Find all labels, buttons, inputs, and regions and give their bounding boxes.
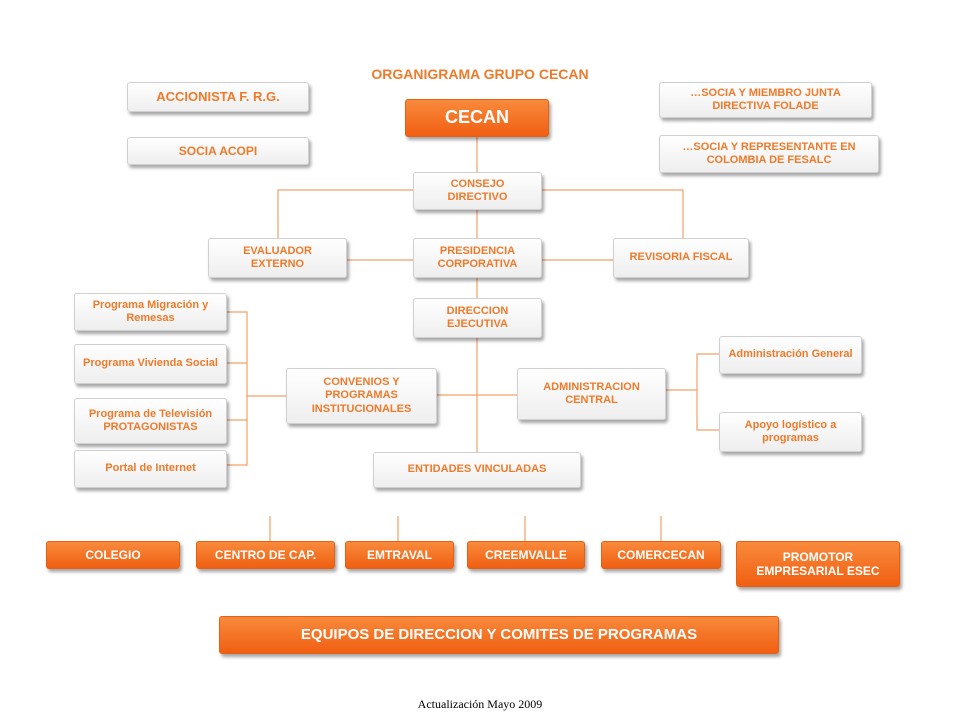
consejo-directivo-box: CONSEJO DIRECTIVO bbox=[413, 172, 542, 210]
entity-emtraval-box: EMTRAVAL bbox=[345, 541, 454, 569]
program-television-box: Programa de Televisión PROTAGONISTAS bbox=[74, 398, 227, 444]
administracion-central-box: ADMINISTRACION CENTRAL bbox=[517, 368, 666, 420]
apoyo-logistico-box: Apoyo logístico a programas bbox=[719, 412, 862, 452]
equipos-banner: EQUIPOS DE DIRECCION Y COMITES DE PROGRA… bbox=[219, 616, 779, 654]
revisoria-fiscal-box: REVISORIA FISCAL bbox=[613, 238, 749, 278]
accionista-box: ACCIONISTA F. R.G. bbox=[127, 82, 309, 112]
program-vivienda-box: Programa Vivienda Social bbox=[74, 344, 227, 384]
entity-centro-cap-box: CENTRO DE CAP. bbox=[196, 541, 335, 569]
entity-comercecan-box: COMERCECAN bbox=[601, 541, 721, 569]
entity-promotor-box: PROMOTOR EMPRESARIAL ESEC bbox=[736, 541, 900, 587]
convenios-box: CONVENIOS Y PROGRAMAS INSTITUCIONALES bbox=[286, 368, 437, 424]
portal-internet-box: Portal de Internet bbox=[74, 450, 227, 488]
entidades-vinculadas-box: ENTIDADES VINCULADAS bbox=[373, 452, 581, 488]
socia-acopi-box: SOCIA ACOPI bbox=[127, 137, 309, 165]
entity-creemvalle-box: CREEMVALLE bbox=[467, 541, 585, 569]
program-migracion-box: Programa Migración y Remesas bbox=[74, 293, 227, 331]
footer-update-note: Actualización Mayo 2009 bbox=[417, 697, 543, 711]
cecan-box: CECAN bbox=[405, 99, 549, 137]
folade-box: …SOCIA Y MIEMBRO JUNTA DIRECTIVA FOLADE bbox=[659, 82, 872, 118]
fesalc-box: …SOCIA Y REPRESENTANTE EN COLOMBIA DE FE… bbox=[659, 135, 879, 173]
direccion-ejecutiva-box: DIRECCION EJECUTIVA bbox=[413, 298, 542, 338]
page-title: ORGANIGRAMA GRUPO CECAN bbox=[371, 66, 589, 82]
presidencia-corporativa-box: PRESIDENCIA CORPORATIVA bbox=[413, 238, 542, 278]
evaluador-externo-box: EVALUADOR EXTERNO bbox=[208, 238, 347, 278]
administracion-general-box: Administración General bbox=[719, 336, 862, 374]
entity-colegio-box: COLEGIO bbox=[46, 541, 180, 569]
